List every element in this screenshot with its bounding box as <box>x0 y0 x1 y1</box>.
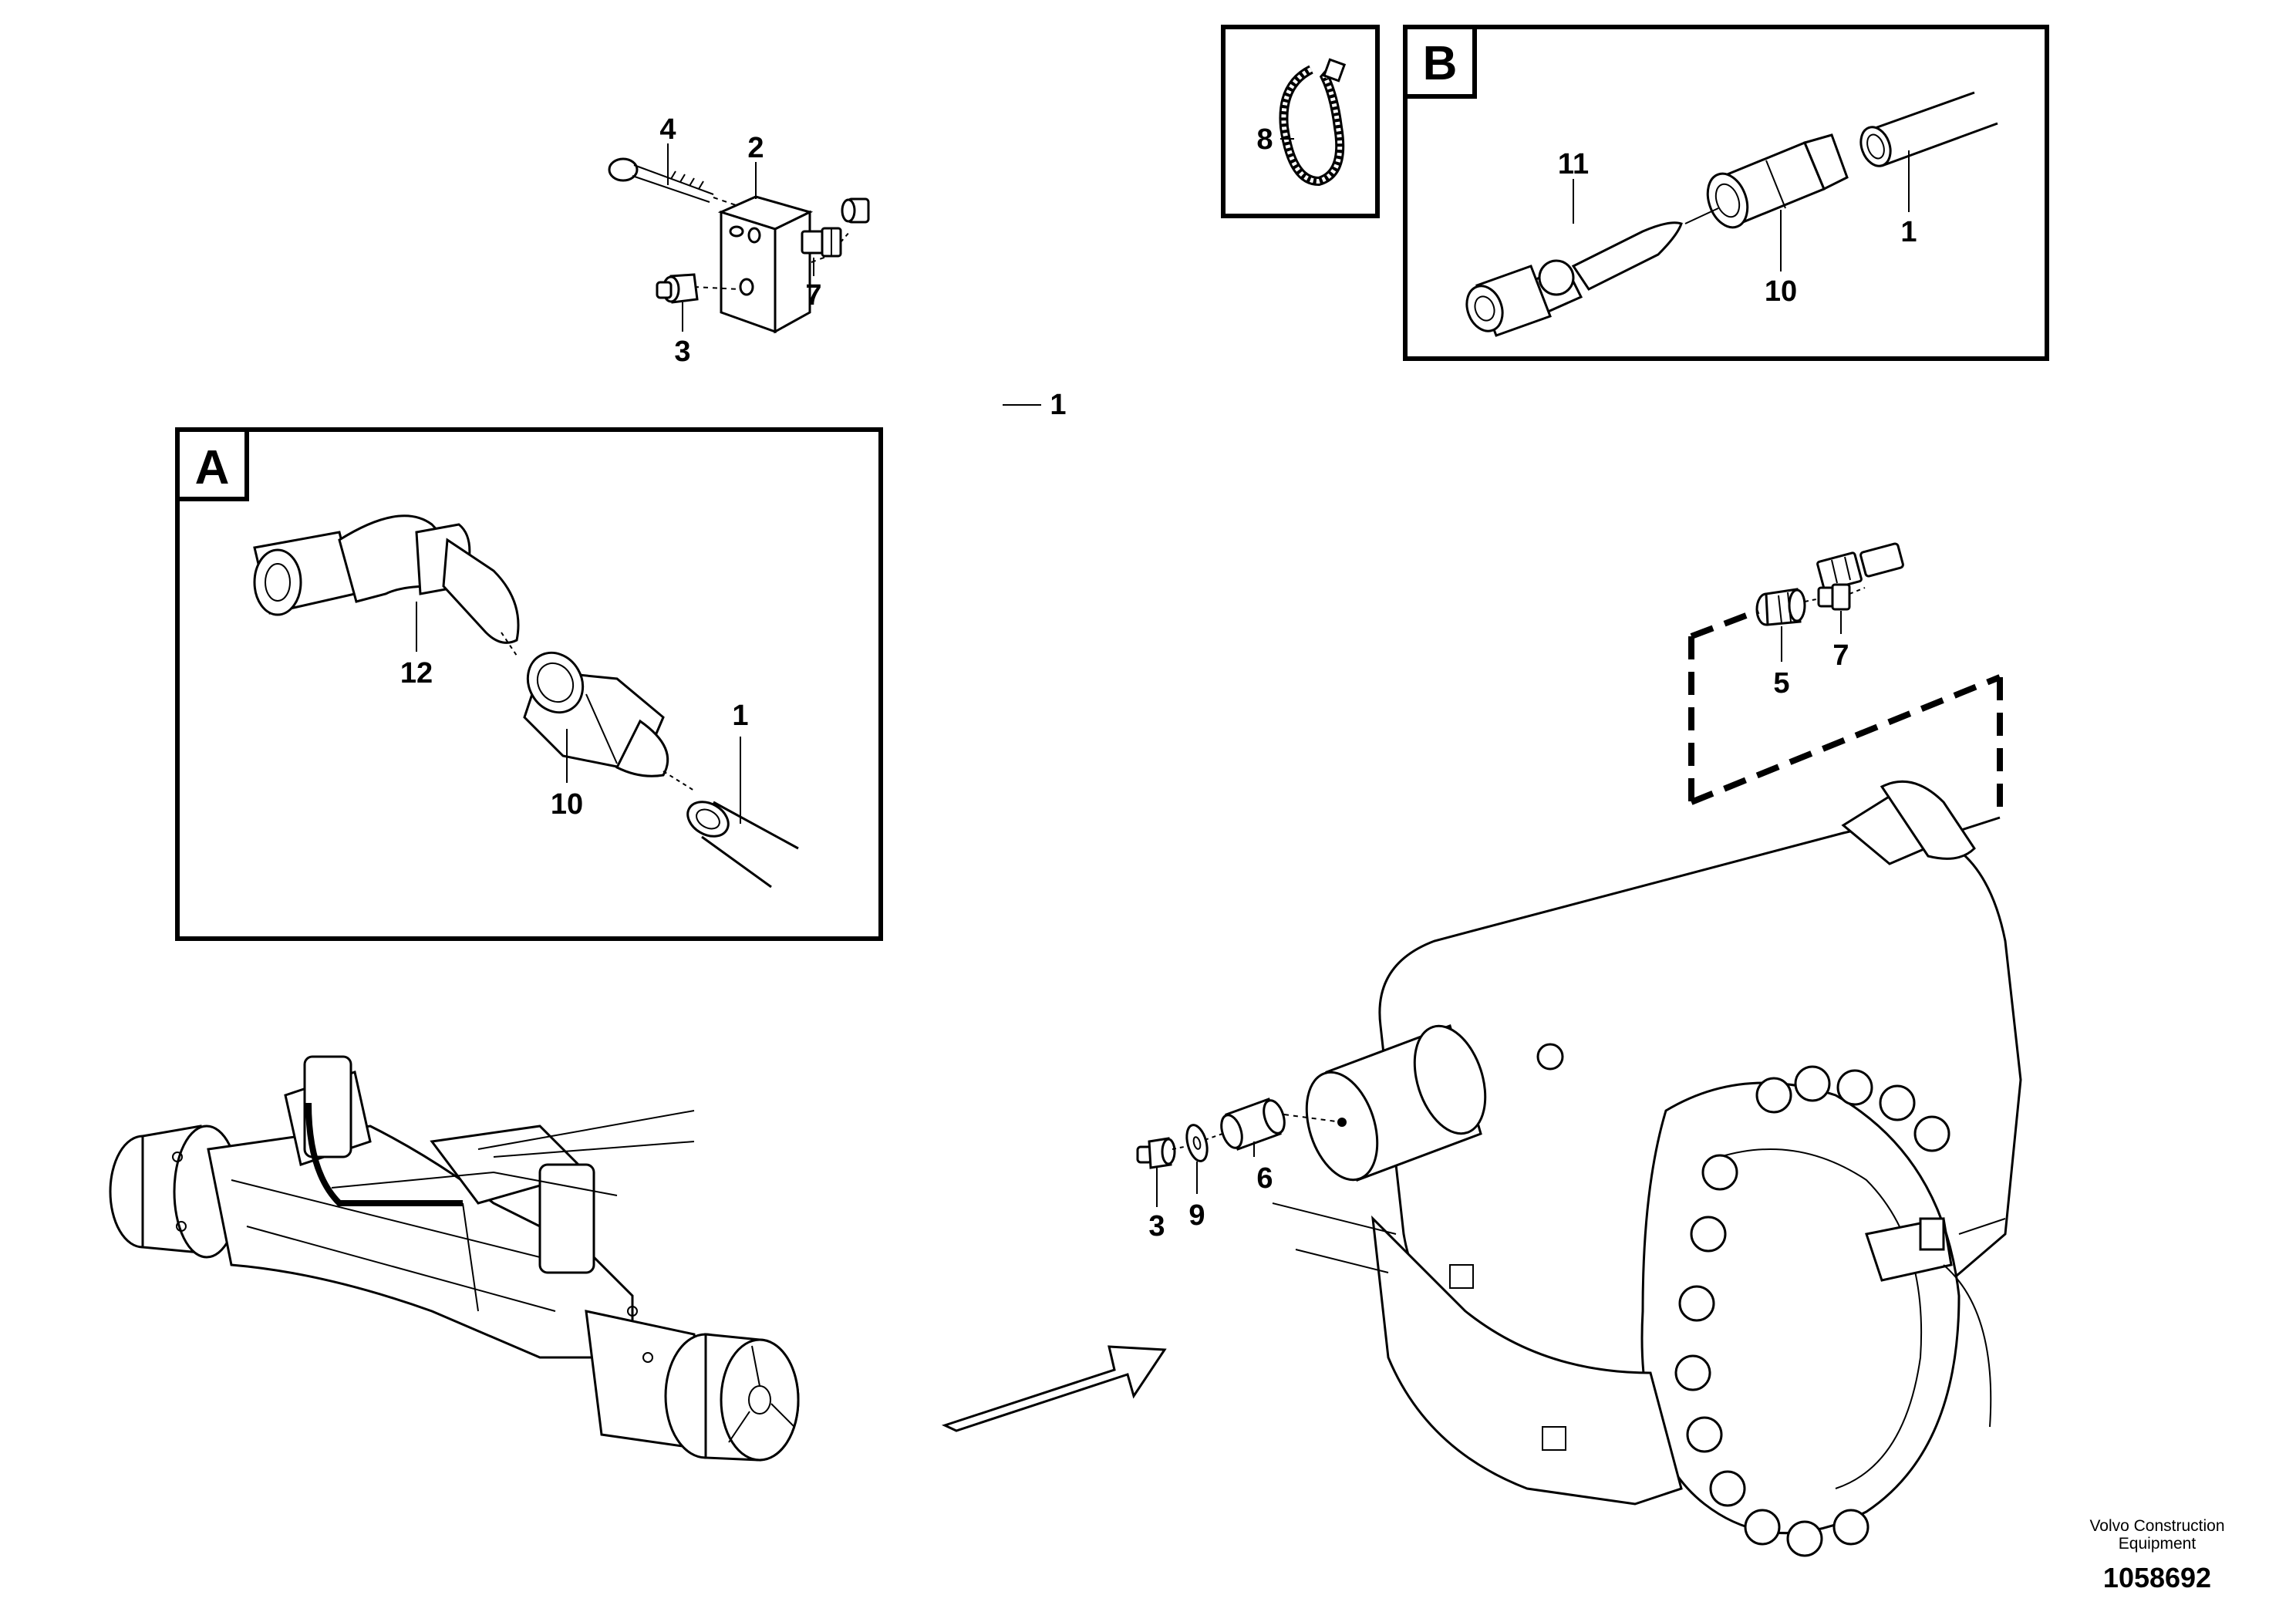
cable-tie-detail <box>1221 25 1380 218</box>
mounting-block <box>717 195 841 334</box>
hose-fitting-elbow <box>253 514 520 656</box>
adapter-top <box>801 227 851 258</box>
callout-numbers: 4 2 3 7 1 5 7 8 11 10 1 12 10 1 3 9 6 <box>400 113 1917 1243</box>
callout-leaders <box>416 138 1910 1207</box>
callout-cable-tie: 8 <box>1256 123 1273 156</box>
adapter-right <box>1804 583 1866 611</box>
callout-nut-a: 10 <box>551 788 583 821</box>
cable-tie-icon <box>1279 58 1347 187</box>
detail-letter-b: B <box>1423 37 1458 90</box>
tube-end-a <box>686 801 799 889</box>
callout-tube-b: 1 <box>1900 216 1917 248</box>
screw <box>608 157 795 226</box>
callout-adapter-top: 7 <box>805 279 821 312</box>
mounting-block-assembly <box>608 157 851 334</box>
callout-nipple-top: 3 <box>674 336 690 368</box>
company-line2: Equipment <box>2119 1535 2197 1553</box>
direction-arrow <box>941 1345 1167 1432</box>
drawing-number: 1058692 <box>2103 1562 2211 1593</box>
callout-nut-b: 10 <box>1765 275 1797 308</box>
axle-overview <box>109 1055 800 1462</box>
callout-washer: 9 <box>1188 1199 1205 1232</box>
callout-fitting-5: 5 <box>1773 667 1789 700</box>
detail-box-a: A <box>175 427 883 941</box>
detail-box-b: B <box>1403 25 2049 361</box>
sleeve <box>1220 1098 1286 1151</box>
fitting-5 <box>1755 588 1806 626</box>
detail-letter-a: A <box>195 441 230 494</box>
grease-nipple-top <box>656 273 740 304</box>
flange-bolts <box>1674 1065 1950 1557</box>
callout-tube-a: 1 <box>732 700 748 732</box>
callout-block: 2 <box>747 132 764 164</box>
callout-screw: 4 <box>659 113 676 146</box>
footer: Volvo Construction Equipment 1058692 <box>2089 1517 2224 1593</box>
lubrication-tube <box>841 197 2004 646</box>
callout-adapter-right: 7 <box>1832 639 1849 672</box>
nut-a <box>523 651 695 791</box>
nut-b <box>1706 133 1849 229</box>
tube-end-b <box>1859 91 1998 167</box>
callout-sleeve: 6 <box>1256 1162 1273 1195</box>
callout-hose-fitting-straight: 11 <box>1558 148 1589 180</box>
washer <box>1185 1124 1209 1162</box>
axle-housing-detail <box>1272 780 2022 1557</box>
hose-fitting-straight <box>1465 221 1683 337</box>
callout-hose-fitting-elbow: 12 <box>400 657 433 690</box>
housing-small-parts <box>1136 1098 1343 1169</box>
grease-nipple-bottom <box>1136 1137 1176 1169</box>
company-line1: Volvo Construction <box>2089 1517 2224 1535</box>
callout-nipple-bottom: 3 <box>1148 1210 1165 1243</box>
right-fitting-group <box>1688 583 2003 842</box>
callout-tube: 1 <box>1050 389 1066 421</box>
